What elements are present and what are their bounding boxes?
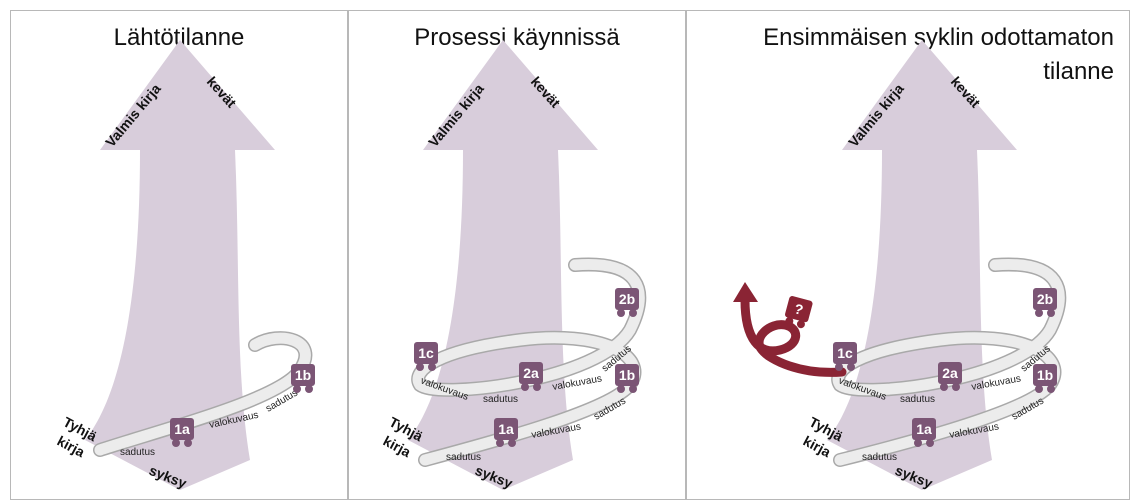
svg-text:1b: 1b — [1037, 367, 1053, 383]
svg-text:2a: 2a — [942, 365, 958, 381]
panel-2-badge-1b: 1b — [615, 364, 639, 393]
panel-3-title-line-2: tilanne — [1043, 58, 1114, 85]
panel-2-badge-2a: 2a — [519, 362, 543, 391]
panel-3-badge-question: ? — [782, 295, 814, 330]
panel-2-track-label-1: sadutus — [446, 452, 481, 463]
svg-text:2b: 2b — [1037, 291, 1053, 307]
panel-3-badge-2b: 2b — [1033, 288, 1057, 317]
panel-3-badge-1c: 1c — [833, 342, 857, 371]
panel-3-title-line-1: Ensimmäisen syklin odottamaton — [763, 24, 1114, 51]
panel-3-badge-2a: 2a — [938, 362, 962, 391]
panel-2-diagram: sadutus valokuvaus sadutus valokuvaus sa… — [381, 40, 647, 491]
panel-3-unexpected-arrow — [733, 282, 847, 377]
panel-3-diagram: sadutus valokuvaus sadutus valokuvaus sa… — [733, 40, 1067, 491]
panel-3-track-label-1: sadutus — [862, 452, 897, 463]
svg-text:?: ? — [793, 300, 805, 318]
panel-3-track-label-5: sadutus — [900, 394, 935, 405]
panel-2-badge-2b: 2b — [615, 288, 639, 317]
panel-2-title: Prosessi käynnissä — [414, 24, 620, 51]
svg-text:2b: 2b — [619, 291, 635, 307]
panel-3-badge-1b: 1b — [1033, 364, 1057, 393]
panel-1-badge-1a: 1a — [170, 418, 194, 447]
panel-1-track-label-1: sadutus — [120, 447, 155, 458]
svg-text:1a: 1a — [174, 421, 190, 437]
svg-text:1a: 1a — [916, 421, 932, 437]
svg-text:1b: 1b — [295, 367, 311, 383]
svg-text:1b: 1b — [619, 367, 635, 383]
svg-text:2a: 2a — [523, 365, 539, 381]
panel-3-badge-1a: 1a — [912, 418, 936, 447]
svg-text:1c: 1c — [418, 345, 434, 361]
svg-text:1c: 1c — [837, 345, 853, 361]
svg-text:1a: 1a — [498, 421, 514, 437]
panel-1-diagram: sadutus valokuvaus sadutus 1a 1b Valmis … — [55, 40, 315, 491]
panel-2-track-label-5: sadutus — [483, 394, 518, 405]
panel-2-badge-1a: 1a — [494, 418, 518, 447]
panel-1-badge-1b: 1b — [291, 364, 315, 393]
panel-2-badge-1c: 1c — [414, 342, 438, 371]
